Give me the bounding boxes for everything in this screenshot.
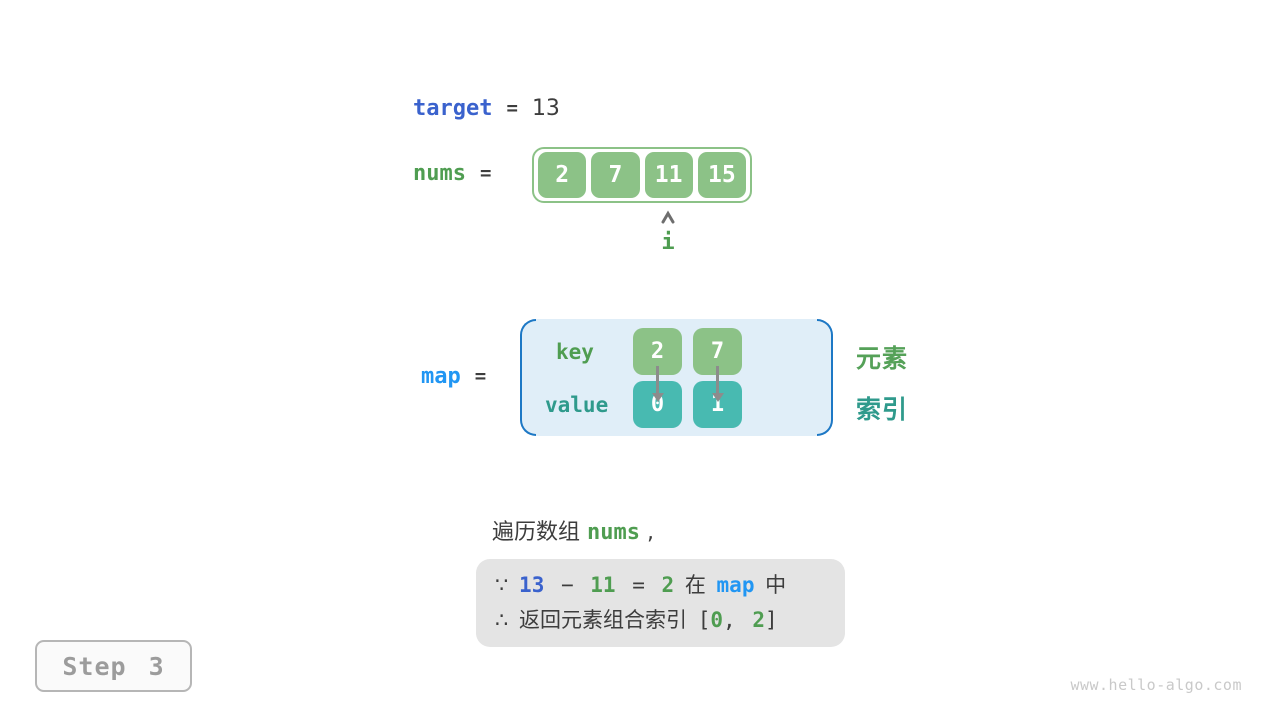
caption-text: 遍历数组 — [492, 520, 587, 545]
index-pointer-label: i — [661, 230, 675, 255]
equals-sign: = — [615, 573, 662, 597]
index-pointer-icon — [660, 209, 676, 224]
conclusion-note-box: ∵ 13 − 11 = 2 在 map 中 ∴ 返回元素组合索引 [0, 2] — [476, 559, 845, 647]
equals-sign: = — [479, 162, 492, 184]
map-key-row-label: key — [556, 340, 594, 364]
map-variable: map — [421, 364, 461, 389]
target-number: 13 — [519, 573, 545, 597]
index-2: 2 — [752, 608, 765, 632]
map-assignment-label: map = — [421, 364, 500, 389]
caption-line: 遍历数组 nums , — [492, 514, 654, 546]
nums-variable: nums — [413, 161, 466, 186]
equals-sign: = — [474, 365, 487, 387]
caption-nums-code: nums — [587, 520, 640, 545]
comma: , — [723, 608, 753, 632]
because-symbol: ∵ — [495, 573, 520, 597]
nums-assignment-label: nums = — [413, 161, 505, 186]
target-value: 13 — [531, 96, 560, 121]
therefore-symbol: ∴ — [495, 608, 520, 632]
map-left-bracket — [520, 319, 536, 436]
watermark-url: www.hello-algo.com — [1070, 676, 1242, 694]
key-to-value-arrow — [651, 366, 664, 402]
element-side-label: 元素 — [856, 344, 909, 373]
map-right-bracket — [817, 319, 833, 436]
array-cell: 15 — [697, 152, 746, 198]
key-to-value-arrow — [711, 366, 724, 402]
hash-map-container: key value 2 7 0 1 — [520, 319, 833, 436]
nums-array: 2 7 11 15 — [532, 147, 752, 203]
minus-sign: − — [544, 573, 591, 597]
array-cell: 2 — [538, 152, 587, 198]
close-bracket: ] — [765, 608, 778, 632]
complement-number: 2 — [661, 573, 675, 597]
target-assignment: target = 13 — [413, 96, 560, 121]
map-value-row-label: value — [545, 393, 609, 417]
map-code: map — [716, 573, 755, 597]
within-text: 中 — [754, 573, 787, 597]
note-line-because: ∵ 13 − 11 = 2 在 map 中 — [495, 568, 845, 603]
caption-comma: , — [639, 520, 654, 545]
array-cell: 11 — [644, 152, 693, 198]
in-text: 在 — [674, 573, 717, 597]
array-cell: 7 — [591, 152, 640, 198]
return-text: 返回元素组合索引 — [519, 608, 698, 632]
index-side-label: 索引 — [856, 395, 909, 424]
equals-sign: = — [506, 97, 518, 119]
target-variable: target — [413, 96, 493, 121]
current-number: 11 — [590, 573, 616, 597]
index-0: 0 — [710, 608, 724, 632]
note-line-therefore: ∴ 返回元素组合索引 [0, 2] — [495, 603, 845, 638]
step-badge: Step 3 — [35, 640, 192, 692]
open-bracket: [ — [697, 608, 711, 632]
